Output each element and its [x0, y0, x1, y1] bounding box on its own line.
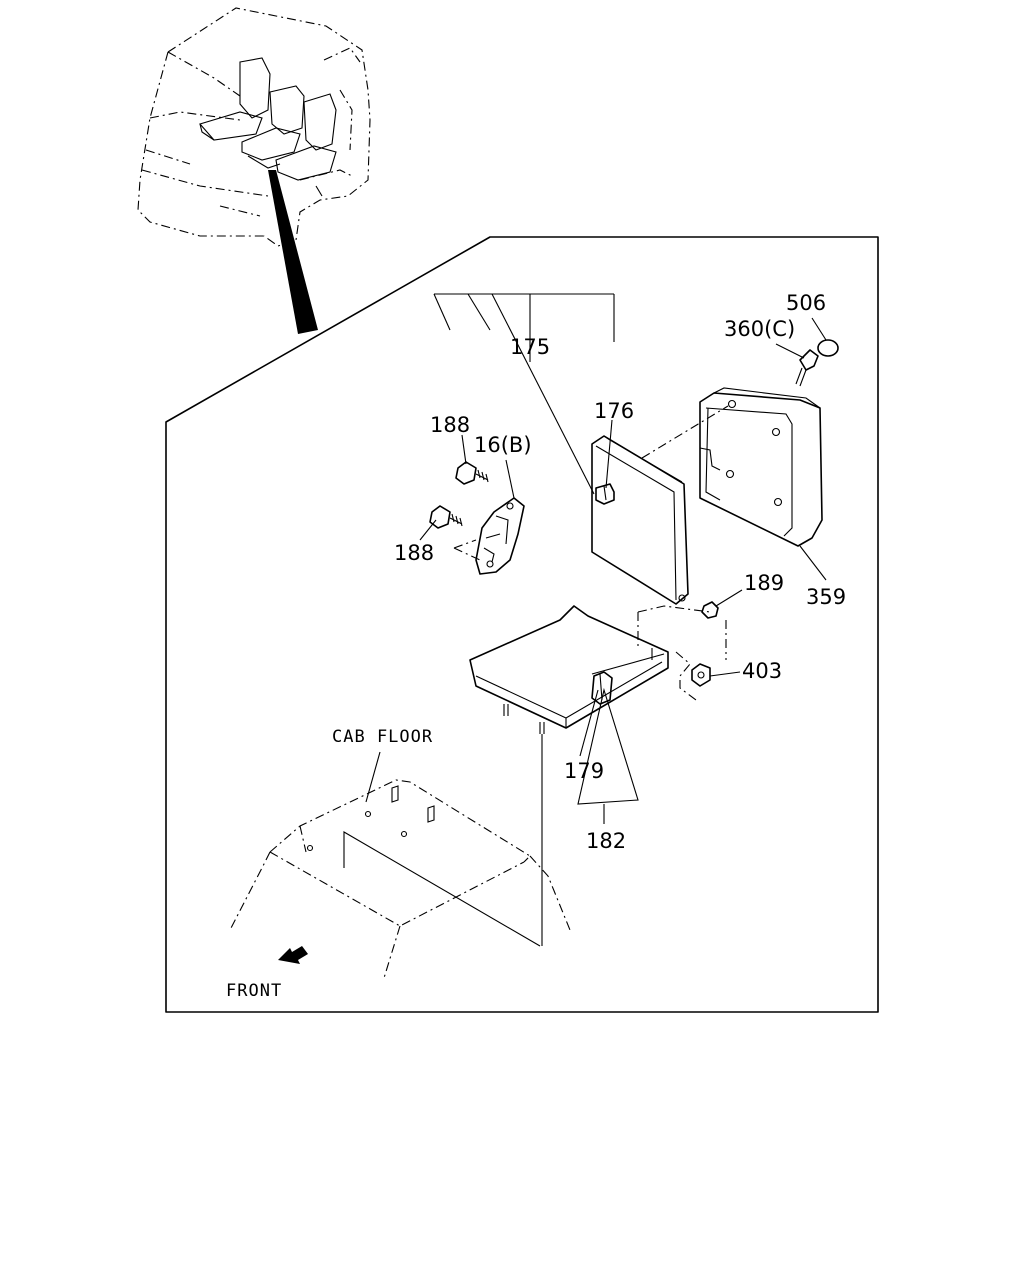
- front-arrow-icon: [278, 946, 308, 964]
- label-360c: 360(C): [724, 317, 795, 341]
- detail-frame: [165, 236, 879, 1013]
- screw-360c: [795, 349, 819, 387]
- mounting-plate-182: [469, 605, 669, 734]
- label-188-upper: 188: [430, 413, 470, 437]
- assembly-lines: [453, 405, 729, 946]
- label-182: 182: [586, 829, 626, 853]
- label-403: 403: [742, 659, 782, 683]
- cover-case-359: [699, 387, 823, 547]
- nut-403: [691, 663, 711, 687]
- bolt-188-upper: [455, 461, 489, 485]
- label-front: FRONT: [226, 981, 282, 1001]
- clamp-179: [591, 671, 613, 705]
- control-unit-175: [591, 435, 689, 605]
- label-176: 176: [594, 399, 634, 423]
- leader-lines: [365, 293, 827, 824]
- label-16b: 16(B): [474, 433, 532, 457]
- label-188-lower: 188: [394, 541, 434, 565]
- nut-189: [701, 601, 719, 619]
- label-179: 179: [564, 759, 604, 783]
- cab-floor-illustration: [229, 779, 571, 979]
- cab-overview-illustration: [137, 7, 371, 334]
- label-cab-floor: CAB FLOOR: [332, 727, 433, 747]
- label-359: 359: [806, 585, 846, 609]
- label-506: 506: [786, 291, 826, 315]
- bracket-16b: [475, 497, 525, 575]
- bolt-188-lower: [429, 505, 463, 529]
- clip-176: [595, 483, 615, 505]
- label-189: 189: [744, 571, 784, 595]
- cap-506: [817, 339, 839, 357]
- label-175: 175: [510, 335, 550, 359]
